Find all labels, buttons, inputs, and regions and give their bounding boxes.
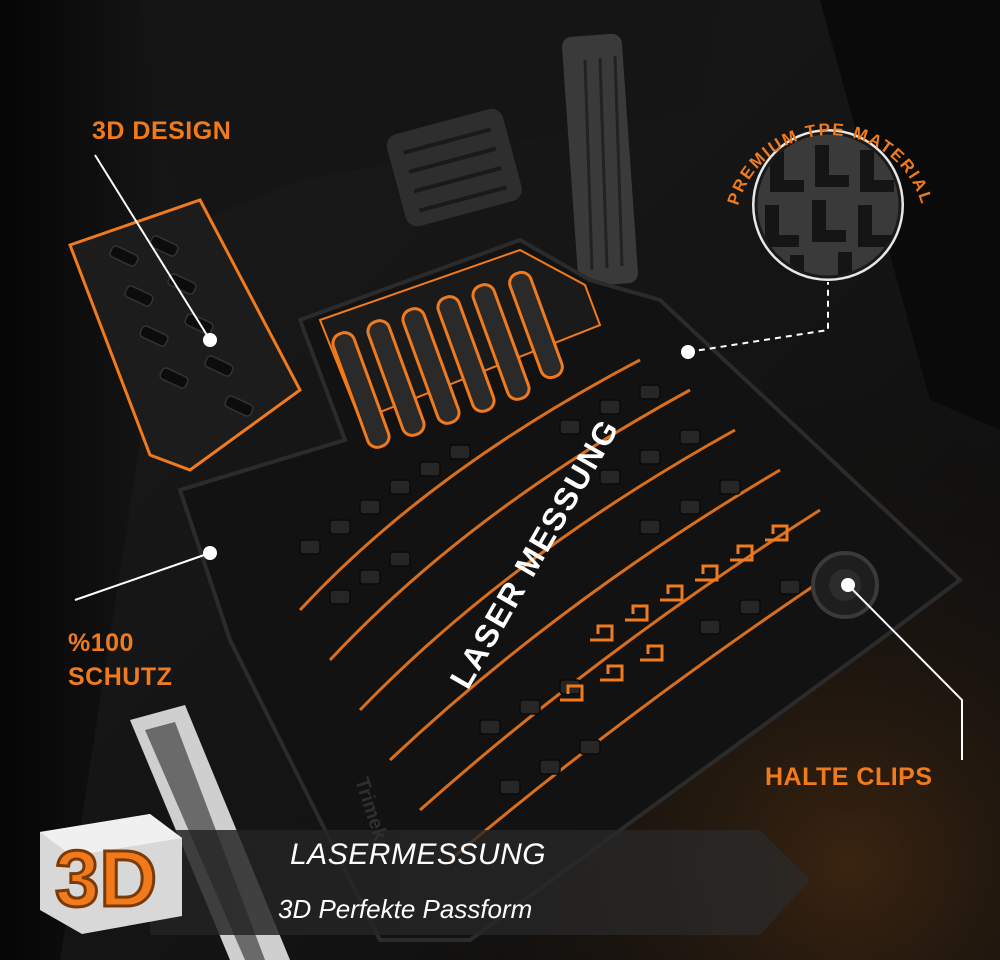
caption-title: LASERMESSUNG xyxy=(290,838,547,871)
clips-leader-line xyxy=(847,584,963,760)
svg-text:3D: 3D xyxy=(55,834,157,923)
schutz-callout: %100 SCHUTZ xyxy=(68,626,172,694)
design-callout: 3D DESIGN xyxy=(92,117,232,145)
schutz-leader-line xyxy=(74,552,211,601)
schutz-callout-line2: SCHUTZ xyxy=(68,663,173,691)
schutz-callout-line1: %100 xyxy=(68,629,134,657)
clips-callout: HALTE CLIPS xyxy=(765,763,933,791)
caption-subtitle: 3D Perfekte Passform xyxy=(278,894,533,924)
material-leader-line xyxy=(687,282,829,353)
3d-badge-icon xyxy=(40,814,182,934)
design-leader-line xyxy=(94,154,211,341)
